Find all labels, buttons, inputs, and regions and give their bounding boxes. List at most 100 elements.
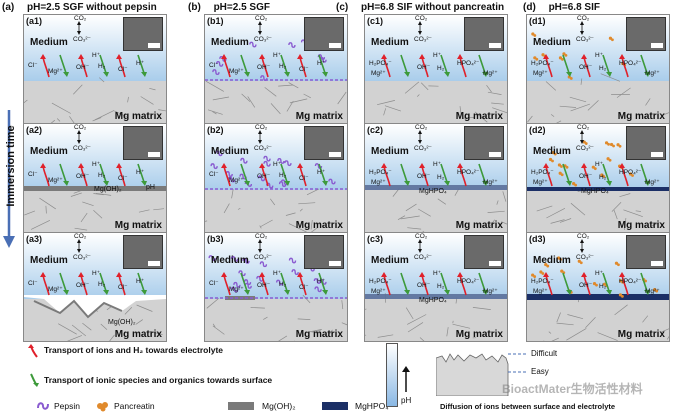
oh-label: OH⁻: [76, 64, 90, 71]
scale-bar: [148, 43, 160, 48]
oh-label: OH⁻: [257, 282, 271, 289]
cl-label: Cl⁻: [118, 175, 128, 182]
medium-label: Medium: [211, 255, 249, 266]
legend-difficult: Difficult: [531, 349, 558, 358]
ph-up-arrow-icon: [402, 366, 410, 392]
mg-matrix-label: Mg matrix: [455, 111, 503, 122]
h2-label: H₂: [599, 174, 607, 181]
column-letter: (d): [523, 2, 536, 13]
mgoh-layer-label: Mg(OH)₂: [94, 186, 122, 193]
co3-label: CO₃²⁻: [414, 145, 432, 152]
co2-label: CO₂: [577, 15, 590, 22]
oh-label: OH⁻: [257, 173, 271, 180]
sem-inset-image: [626, 126, 666, 160]
medium-label: Medium: [30, 146, 68, 157]
cl-label: Cl⁻: [28, 280, 38, 287]
column-title: pH=2.5 SGF: [213, 2, 270, 13]
scale-bar: [651, 261, 663, 266]
co3-label: CO₃²⁻: [73, 145, 91, 152]
scale-bar: [651, 43, 663, 48]
hpo4-label: HPO₄²⁻: [619, 278, 642, 285]
mg2-label: Mg²⁺: [48, 68, 63, 75]
mg-matrix-label: Mg matrix: [114, 329, 162, 340]
scale-bar: [329, 261, 341, 266]
h-plus-label: H⁺: [273, 161, 282, 168]
oh-label: OH⁻: [579, 173, 593, 180]
mg2-label: Mg²⁺: [533, 288, 548, 295]
oh-label: OH⁻: [257, 64, 271, 71]
mg2-label: Mg²⁺: [483, 179, 498, 186]
red-arrow-icon: [28, 344, 38, 358]
oh-label: OH⁻: [417, 282, 431, 289]
mg2-label: Mg²⁺: [229, 177, 244, 184]
oh-label: OH⁻: [76, 282, 90, 289]
h2po4-label: H₂PO₄⁻: [531, 60, 554, 67]
watermark: BioactMater生物活性材料: [502, 382, 643, 396]
mg-matrix-label: Mg matrix: [295, 329, 343, 340]
oh-label: OH⁻: [76, 173, 90, 180]
mg-matrix-label: Mg matrix: [295, 111, 343, 122]
panel-label: (b1): [207, 16, 224, 26]
h2po4-label: H₂PO₄⁻: [369, 169, 392, 176]
legend-pepsin: Pepsin: [54, 401, 80, 411]
medium-label: Medium: [371, 37, 409, 48]
oh-label: OH⁻: [579, 282, 593, 289]
h2-label: H₂: [279, 172, 287, 179]
panel-label: (b2): [207, 125, 224, 135]
medium-label: Medium: [371, 255, 409, 266]
h2-label: H₂: [279, 281, 287, 288]
sem-inset-image: [123, 17, 163, 51]
legend-diffusion: Diffusion of ions between surface and el…: [440, 402, 616, 411]
h-plus-label: H⁺: [136, 278, 145, 285]
h2po4-label: H₂PO₄⁻: [531, 278, 554, 285]
column-header-d: (d) pH=6.8 SIF: [523, 2, 600, 13]
scale-bar: [148, 261, 160, 266]
ph-label: pH: [146, 184, 155, 191]
mg-matrix-label: Mg matrix: [617, 220, 665, 231]
h-plus-label: H⁺: [317, 169, 326, 176]
hpo4-label: HPO₄²⁻: [457, 278, 480, 285]
co2-label: CO₂: [74, 233, 87, 240]
legend-red-arrow: Transport of ions and H₂ towards electro…: [44, 345, 224, 355]
column-header-a: (a) pH=2.5 SGF without pepsin: [2, 2, 157, 13]
h2-label: H₂: [437, 283, 445, 290]
column-header-c: (c) pH=6.8 SIF without pancreatin: [336, 2, 504, 13]
cl-label: Cl⁻: [299, 175, 309, 182]
mg2-label: Mg²⁺: [483, 288, 498, 295]
mg2-label: Mg²⁺: [48, 177, 63, 184]
mghpo-layer-label: MgHPO₄: [419, 297, 447, 304]
medium-label: Medium: [533, 255, 571, 266]
sem-inset-image: [464, 17, 504, 51]
sem-inset-image: [304, 126, 344, 160]
mg-matrix-label: Mg matrix: [455, 220, 503, 231]
h-plus-label: H⁺: [92, 161, 101, 168]
mg2-label: Mg²⁺: [645, 70, 660, 77]
scale-bar: [329, 43, 341, 48]
h-plus-label: H⁺: [136, 169, 145, 176]
h-plus-label: H⁺: [317, 278, 326, 285]
h-plus-label: H⁺: [433, 161, 442, 168]
mg-matrix-label: Mg matrix: [617, 111, 665, 122]
h2-label: H₂: [599, 283, 607, 290]
panel-label: (d2): [529, 125, 546, 135]
hpo4-label: HPO₄²⁻: [619, 60, 642, 67]
co2-label: CO₂: [255, 233, 268, 240]
h-plus-label: H⁺: [92, 270, 101, 277]
h2-label: H₂: [98, 63, 106, 70]
medium-label: Medium: [30, 255, 68, 266]
co2-label: CO₂: [74, 124, 87, 131]
h2-label: H₂: [98, 281, 106, 288]
h-plus-label: H⁺: [92, 52, 101, 59]
legend-mgoh: Mg(OH)₂: [262, 401, 296, 411]
ph-gradient-bar: [386, 343, 398, 407]
mg2-label: Mg²⁺: [48, 286, 63, 293]
sem-inset-image: [464, 235, 504, 269]
mg2-label: Mg²⁺: [533, 179, 548, 186]
column-letter: (b): [188, 2, 201, 13]
